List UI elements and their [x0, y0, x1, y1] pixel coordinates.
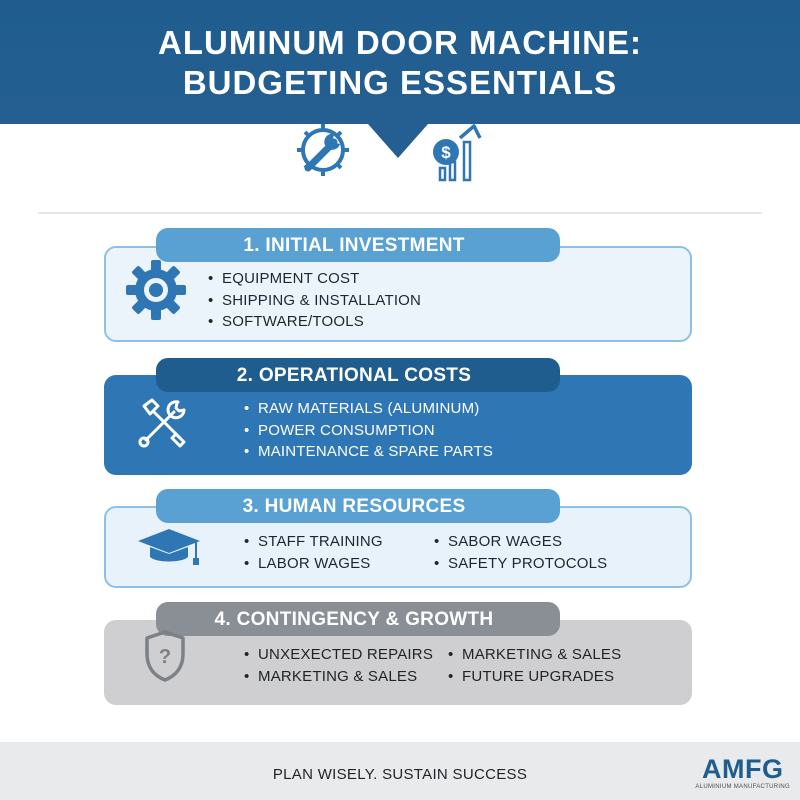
bullet-list-left: STAFF TRAINING LABOR WAGES	[244, 531, 383, 574]
section-tab	[156, 489, 560, 523]
svg-text:?: ?	[159, 646, 171, 668]
tools-icon	[138, 398, 186, 448]
list-item: RAW MATERIALS (ALUMINUM)	[244, 398, 493, 420]
bullet-list: EQUIPMENT COST SHIPPING & INSTALLATION S…	[208, 268, 421, 333]
section-contingency-growth: 4. CONTINGENCY & GROWTH ? UNXEXECTED REP…	[104, 602, 694, 706]
list-item: MAINTENANCE & SPARE PARTS	[244, 441, 493, 463]
section-human-resources: 3. HUMAN RESOURCES STAFF TRAINING LABOR …	[104, 489, 694, 589]
list-item: MARKETING & SALES	[244, 666, 433, 688]
section-tab	[156, 358, 560, 392]
list-item: UNXEXECTED REPAIRS	[244, 644, 433, 666]
brand-logo: AMFG ALUMINIUM MANUFACTURING	[695, 756, 790, 792]
bullet-list-right: MARKETING & SALES FUTURE UPGRADES	[448, 644, 621, 687]
footer-bar: PLAN WISELY. SUSTAIN SUCCESS AMFG ALUMIN…	[0, 742, 800, 800]
bullet-list-left: UNXEXECTED REPAIRS MARKETING & SALES	[244, 644, 433, 687]
svg-text:$: $	[441, 143, 451, 162]
list-item: SABOR WAGES	[434, 531, 607, 553]
bullet-list: RAW MATERIALS (ALUMINUM) POWER CONSUMPTI…	[244, 398, 493, 463]
list-item: SOFTWARE/TOOLS	[208, 311, 421, 333]
list-item: SAFETY PROTOCOLS	[434, 553, 607, 575]
section-title: 3. HUMAN RESOURCES	[242, 496, 466, 517]
list-item: FUTURE UPGRADES	[448, 666, 621, 688]
page-title-line-2: BUDGETING ESSENTIALS	[182, 64, 618, 101]
footer-tagline: PLAN WISELY. SUSTAIN SUCCESS	[272, 766, 528, 783]
list-item: MARKETING & SALES	[448, 644, 621, 666]
dollar-growth-icon: $	[433, 124, 482, 182]
list-item: STAFF TRAINING	[244, 531, 383, 553]
section-operational-costs: 2. OPERATIONAL COSTS RAW MATERIALS (ALUM…	[104, 358, 694, 476]
section-tab	[156, 228, 560, 262]
page-title-line-1: ALUMINUM DOOR MACHINE:	[158, 24, 642, 61]
list-item: POWER CONSUMPTION	[244, 420, 493, 442]
list-item: LABOR WAGES	[244, 553, 383, 575]
shield-question-icon: ?	[145, 630, 185, 682]
section-initial-investment: 1. INITIAL INVESTMENT EQUIPMENT COST SHI…	[104, 228, 694, 344]
section-tab	[156, 602, 560, 636]
gear-icon	[126, 260, 186, 320]
list-item: SHIPPING & INSTALLATION	[208, 290, 421, 312]
section-title: 1. INITIAL INVESTMENT	[243, 235, 465, 256]
header-chevron	[368, 124, 428, 158]
logo-wordmark: AMFG	[701, 754, 784, 784]
section-title: 2. OPERATIONAL COSTS	[236, 365, 472, 386]
header-banner: ALUMINUM DOOR MACHINE: BUDGETING ESSENTI…	[0, 0, 800, 124]
section-title: 4. CONTINGENCY & GROWTH	[214, 609, 494, 630]
logo-subtitle: ALUMINIUM MANUFACTURING	[695, 784, 790, 790]
gear-wrench-icon	[297, 124, 349, 176]
list-item: EQUIPMENT COST	[208, 268, 421, 290]
bullet-list-right: SABOR WAGES SAFETY PROTOCOLS	[434, 531, 607, 574]
graduation-cap-icon	[138, 529, 200, 565]
header-divider	[38, 212, 762, 214]
